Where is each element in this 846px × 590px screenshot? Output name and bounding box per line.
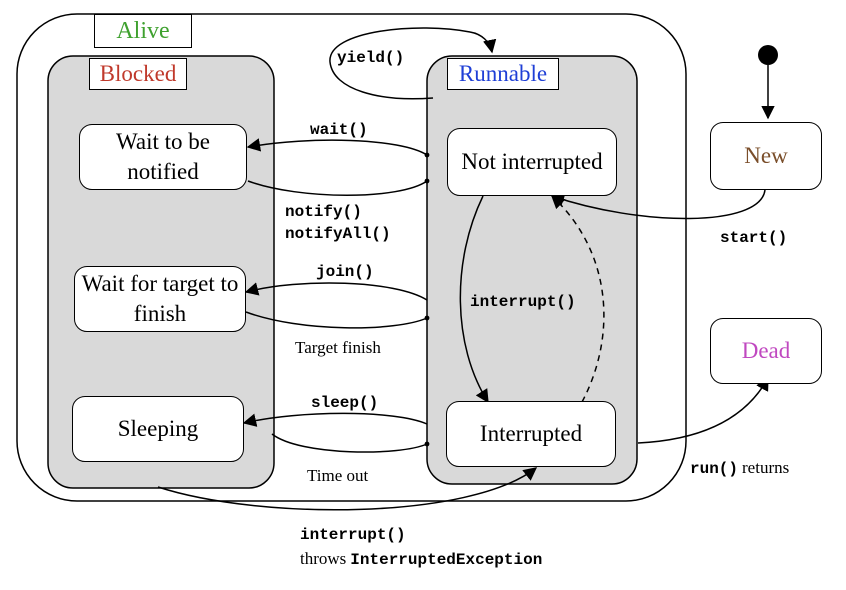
sleep-arrow [242, 412, 428, 427]
start-arrow [550, 189, 766, 220]
state-wait-for-target: Wait for target to finish [74, 266, 246, 332]
label-sleep: sleep() [311, 394, 379, 412]
interrupt-return-arrow [551, 195, 605, 403]
state-interrupted: Interrupted [446, 401, 616, 467]
label-target-finish: Target finish [295, 338, 381, 357]
initial-state-dot [758, 45, 778, 65]
join-arrow [244, 282, 428, 301]
blocked-tag: Blocked [89, 58, 187, 90]
interrupt-throws-arrow [157, 467, 538, 511]
run-returns-arrow [637, 376, 769, 444]
label-interrupt: interrupt() [470, 293, 576, 311]
yield-arrow [329, 27, 497, 100]
state-label: Wait to be notified [116, 129, 210, 184]
wait-arrow [246, 138, 430, 158]
label-notify-all: notifyAll() [285, 225, 391, 243]
label-throws: throws [300, 549, 347, 568]
state-label: Wait for target to finish [81, 271, 239, 326]
label-returns: returns [742, 458, 790, 477]
label-throws-exception: throws InterruptedException [300, 550, 542, 568]
runnable-tag: Runnable [447, 58, 559, 90]
label-run-code: run() [690, 460, 739, 478]
label-run-returns: run() returns [690, 459, 789, 477]
label-yield: yield() [337, 49, 405, 67]
state-wait-to-be-notified: Wait to be notified [79, 124, 247, 190]
state-new: New [710, 122, 822, 190]
state-not-interrupted: Not interrupted [447, 128, 617, 196]
time-out-arrow [271, 433, 430, 453]
alive-tag: Alive [94, 14, 192, 48]
label-notify: notify() [285, 203, 362, 221]
target-finish-arrow [245, 311, 430, 329]
state-dead: Dead [710, 318, 822, 384]
label-start: start() [720, 229, 788, 247]
state-sleeping: Sleeping [72, 396, 244, 462]
interrupt-arrow [459, 195, 489, 404]
label-time-out: Time out [307, 466, 369, 485]
label-exception: InterruptedException [350, 551, 543, 569]
notify-arrow [247, 178, 430, 196]
label-join: join() [316, 263, 374, 281]
label-wait: wait() [310, 121, 368, 139]
label-bottom-interrupt: interrupt() [300, 526, 406, 544]
